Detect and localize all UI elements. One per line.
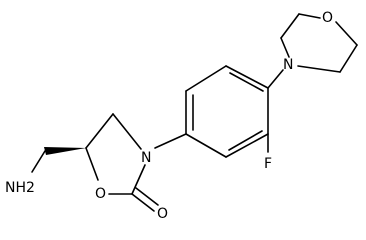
molecule-structure: NH2 N N O F O O bbox=[5, 10, 358, 220]
bond-chiral-ring-o bbox=[85, 147, 99, 181]
atom-label-fluorine: F bbox=[264, 156, 272, 172]
bond-n-ch2 bbox=[112, 113, 142, 150]
bond-carbonyl-double-a bbox=[131, 193, 155, 212]
bond-morpholine-c3-c4 bbox=[339, 44, 358, 73]
bond-carbonyl-c-n bbox=[131, 164, 146, 195]
bond-benzene-bottom-right-inner bbox=[228, 130, 263, 151]
atom-label-ring-oxygen: O bbox=[95, 186, 106, 202]
bond-morpholine-c1-c2 bbox=[280, 13, 300, 39]
bond-carbonyl-double-b bbox=[135, 187, 159, 206]
bond-morpholine-c2-o bbox=[298, 13, 321, 19]
bond-ch2-nh2 bbox=[31, 150, 46, 173]
bond-ch2-chiral bbox=[85, 113, 114, 149]
benzene-ring bbox=[185, 65, 284, 158]
atom-label-morpholine-nitrogen: N bbox=[283, 57, 293, 73]
atom-label-ring-nitrogen: N bbox=[141, 150, 151, 166]
bond-morpholine-o-c3 bbox=[335, 21, 358, 46]
bond-benzene-top-inner bbox=[229, 72, 264, 92]
stereo-wedge-bond bbox=[44, 147, 86, 155]
bond-n-aryl bbox=[154, 133, 187, 149]
aminomethyl-group bbox=[31, 147, 86, 173]
atom-label-carbonyl-oxygen: O bbox=[157, 206, 168, 220]
bond-aryl-morpholine bbox=[267, 69, 284, 89]
atom-label-morpholine-oxygen: O bbox=[322, 10, 333, 26]
bond-morpholine-c4-n bbox=[297, 65, 341, 73]
atom-label-nh2: NH2 bbox=[5, 180, 35, 196]
bond-benzene-top bbox=[225, 65, 269, 89]
bond-morpholine-n-c1 bbox=[280, 37, 290, 58]
morpholine-ring bbox=[280, 13, 358, 73]
bond-benzene-top-left bbox=[185, 65, 227, 92]
bond-benzene-bottom-right bbox=[225, 133, 269, 158]
oxazolidinone-ring bbox=[85, 113, 187, 212]
bond-benzene-bottom-left bbox=[185, 133, 227, 158]
